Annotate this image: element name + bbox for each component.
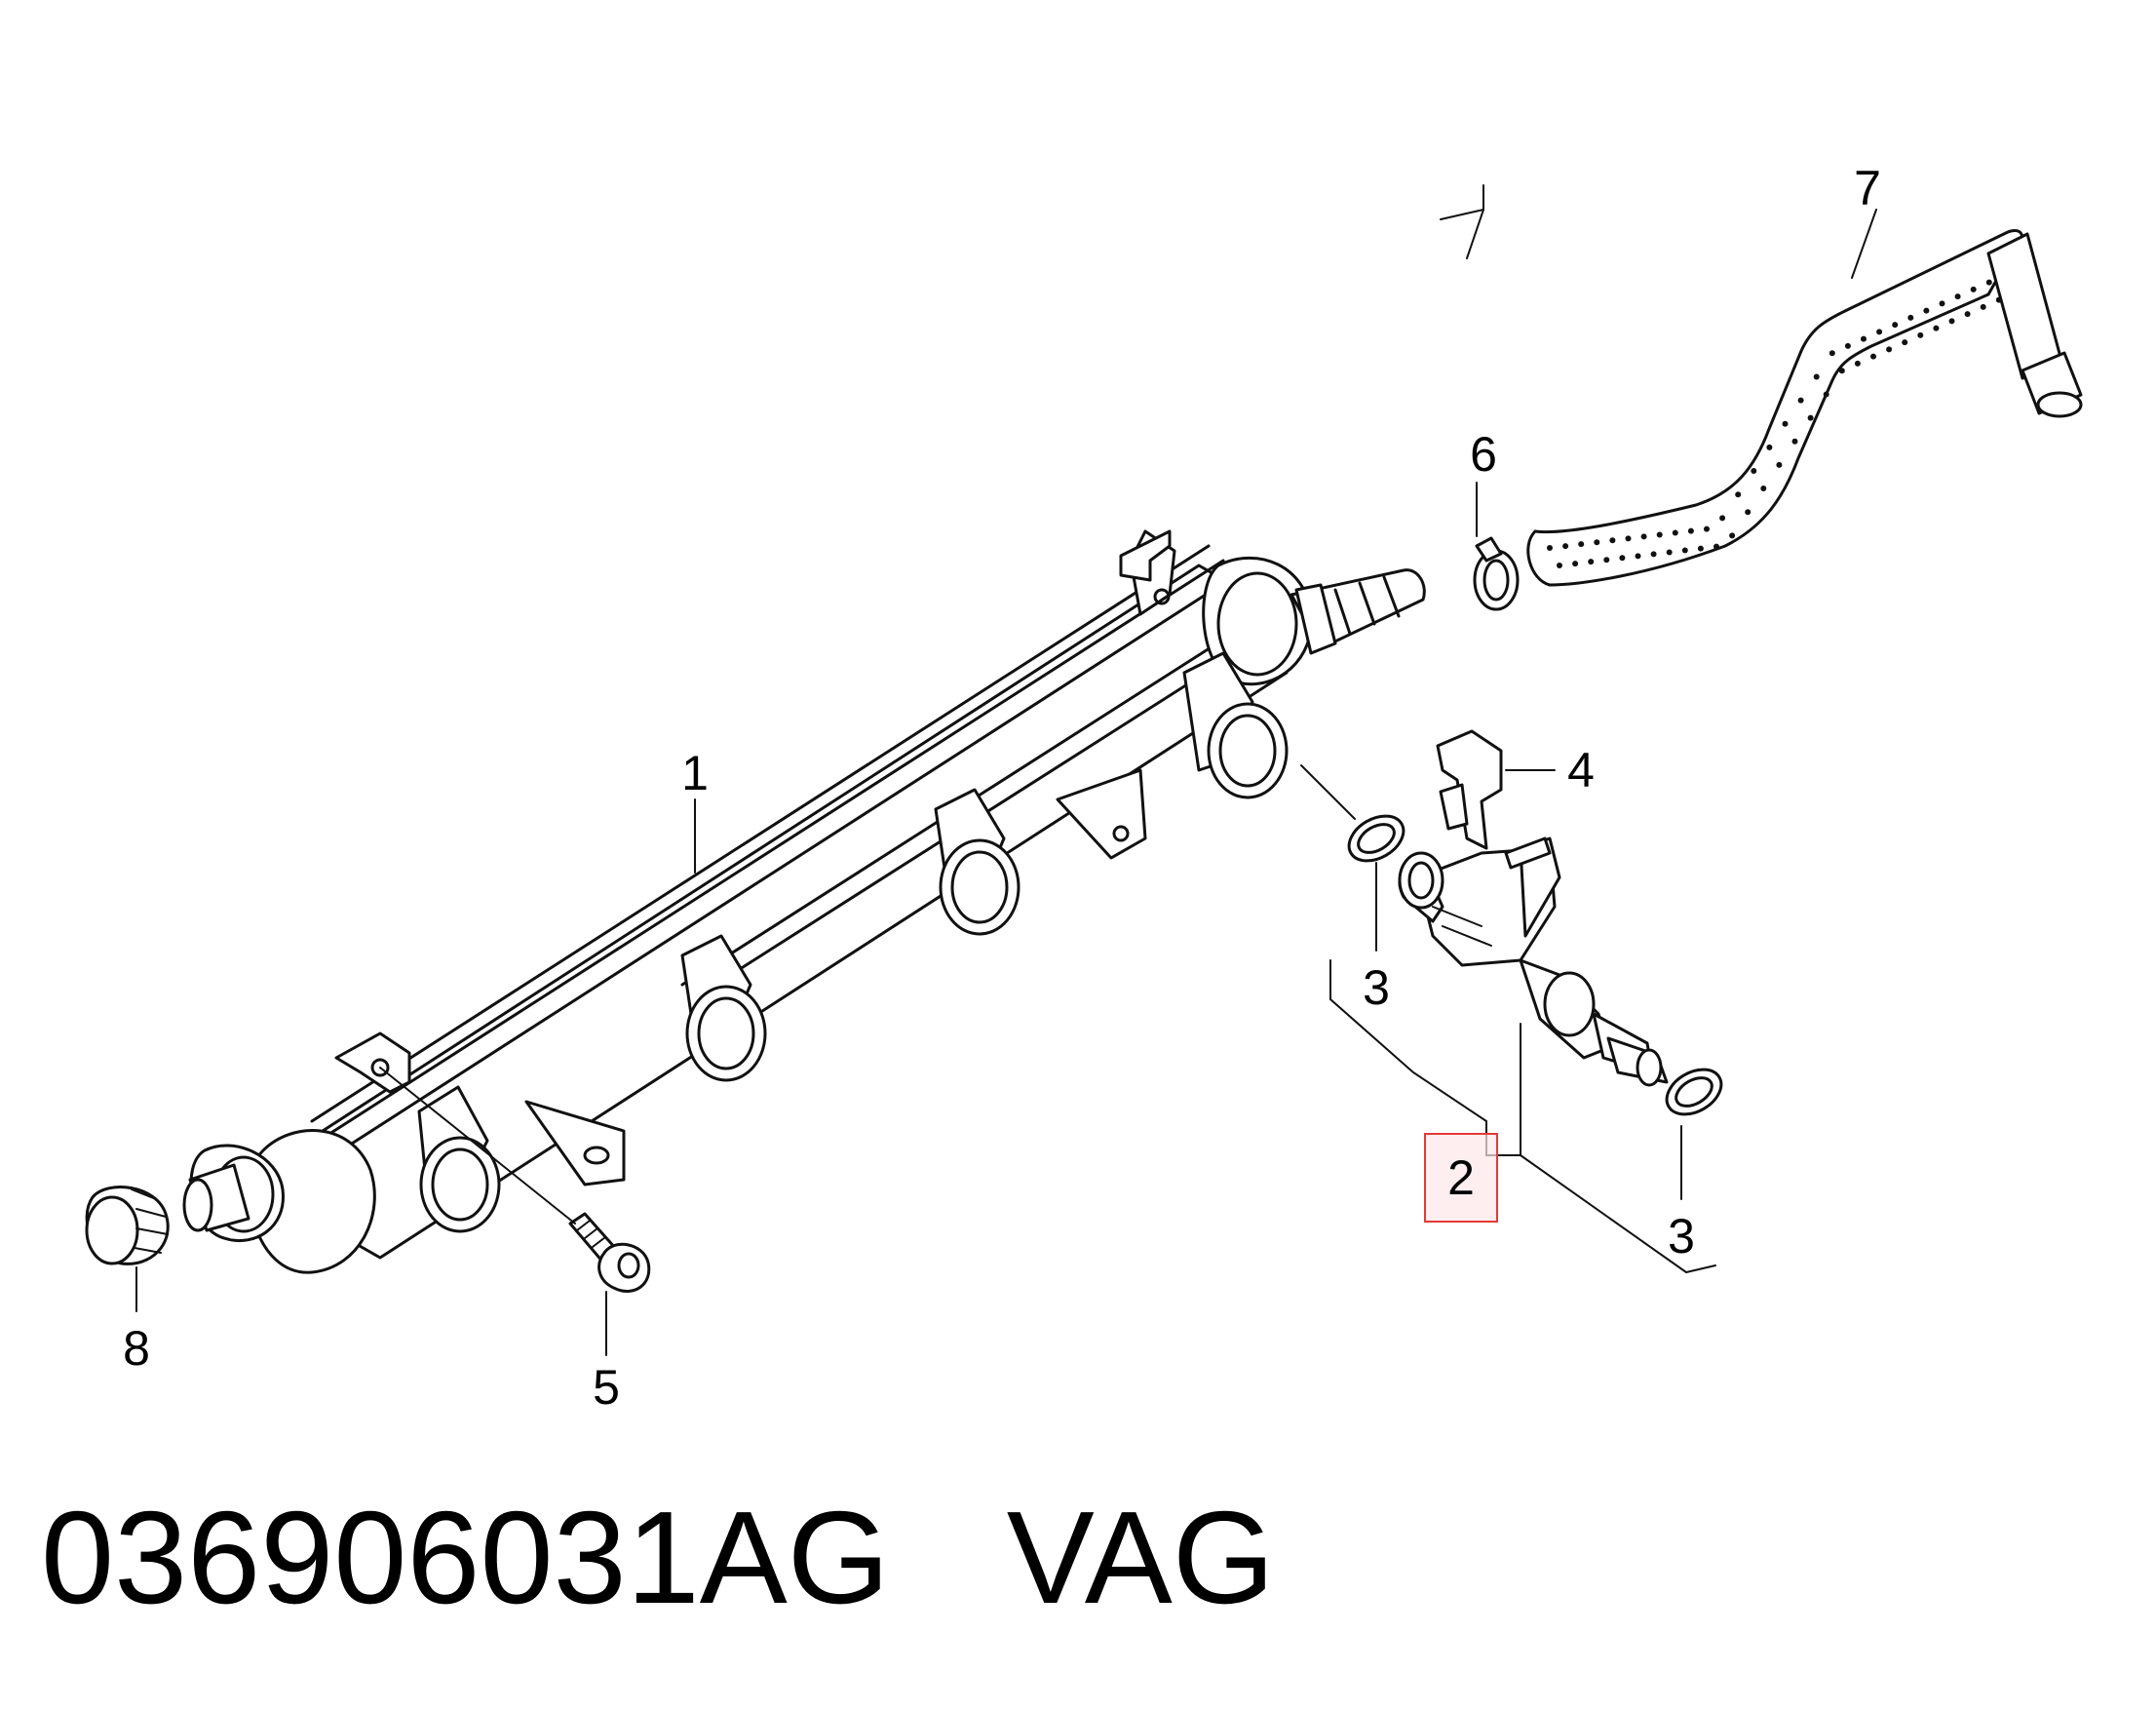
hose-texture-dot [1687, 527, 1694, 534]
hose-texture-dot [1594, 539, 1600, 546]
callout-7: 7 [1854, 161, 1881, 215]
hose-texture-dot [1588, 559, 1595, 565]
hose-texture-dot [1751, 468, 1757, 475]
o-ring-lower [1665, 1068, 1723, 1116]
callout-3-lower: 3 [1668, 1209, 1695, 1264]
hose-texture-dot [1995, 296, 2002, 303]
fuel-rail [182, 529, 1426, 1274]
hose-texture-dot [1861, 335, 1867, 342]
callout-6: 6 [1470, 427, 1497, 482]
hose-texture-dot [1964, 311, 1971, 318]
hose-texture-dot [1985, 279, 1992, 286]
hose-texture-dot [1886, 346, 1893, 353]
hose-texture-dot [1697, 545, 1704, 552]
hose-texture-dot [1729, 532, 1736, 539]
hose-texture-dot [1797, 397, 1804, 404]
highlight-box [1424, 1133, 1498, 1223]
hose-texture-dot [1892, 322, 1899, 329]
hose-texture-dot [1704, 525, 1710, 532]
hose-texture-dot [1760, 486, 1767, 492]
hose-texture-dot [1640, 533, 1647, 540]
leader-lines [135, 184, 1877, 1356]
callout-4: 4 [1567, 743, 1595, 797]
part-number: 036906031AG [41, 1484, 890, 1631]
injector-ports [417, 651, 1289, 1233]
retaining-clip [1436, 729, 1503, 850]
hose-texture-dot [1547, 545, 1553, 551]
hose-texture-dot [1635, 553, 1641, 560]
hose-texture-dot [1844, 342, 1851, 349]
hose-texture-dot [1948, 318, 1955, 325]
hose-texture-dot [1666, 549, 1673, 556]
hose-texture-dot [1713, 543, 1719, 550]
o-ring-upper [1347, 814, 1405, 863]
hose-texture-dot [1619, 555, 1626, 562]
hose-texture-dot [1791, 438, 1798, 445]
hose-texture-dot [1578, 541, 1585, 548]
hose-texture-dot [1766, 444, 1773, 450]
hose-texture-dot [1917, 331, 1924, 338]
hose-texture-dot [1870, 353, 1876, 360]
hose-texture-dot [1557, 563, 1562, 568]
hose-texture-dot [1650, 551, 1657, 558]
hose-texture-dot [1933, 325, 1940, 331]
hose-texture-dot [1719, 515, 1726, 522]
hose-texture-dot [1954, 293, 1961, 300]
hose-texture-dot [1609, 537, 1616, 544]
hose-texture-dot [1876, 329, 1883, 335]
mounting-bolt [568, 1212, 651, 1293]
callout-numbers: 1 2 3 3 4 5 6 7 8 [123, 161, 1881, 1415]
hose-texture-dot [1735, 491, 1742, 498]
hose-texture-dot [1603, 557, 1610, 564]
hose-texture-dot [1923, 307, 1930, 314]
callout-2: 2 [1447, 1150, 1475, 1205]
hose-clamp [1473, 536, 1520, 611]
hose-texture-dot [1681, 547, 1688, 554]
hose-texture-dot [1572, 561, 1579, 567]
brand-name: VAG [1006, 1484, 1275, 1631]
callout-8: 8 [123, 1321, 150, 1376]
hose-texture-dot [1823, 391, 1829, 398]
hose-texture-dot [1829, 350, 1835, 357]
hose-texture-dot [1562, 543, 1569, 550]
rail-end-cap [85, 1186, 170, 1265]
callout-5: 5 [593, 1360, 620, 1415]
fuel-injector [1398, 836, 1669, 1087]
callout-3-upper: 3 [1363, 960, 1390, 1015]
hose-texture-dot [1980, 303, 1986, 310]
hose-texture-dot [1902, 339, 1908, 346]
hose-texture-dot [1970, 286, 1977, 292]
hose-texture-dot [1807, 414, 1814, 421]
hose-texture-dot [1838, 368, 1845, 374]
callout-1: 1 [681, 746, 709, 800]
hose-texture-dot [1939, 300, 1945, 307]
fuel-hose [1526, 229, 2083, 587]
hose-texture-dot [1625, 535, 1632, 542]
hose-texture-dot [1776, 461, 1783, 468]
hose-texture-dot [1745, 509, 1752, 516]
hose-texture-dot [1656, 531, 1663, 538]
hose-texture-dot [1813, 373, 1820, 380]
hose-texture-dot [1672, 529, 1678, 536]
hose-texture-dot [1854, 360, 1861, 367]
hose-texture-dot [1907, 314, 1914, 321]
hose-texture-dot [1782, 420, 1789, 427]
